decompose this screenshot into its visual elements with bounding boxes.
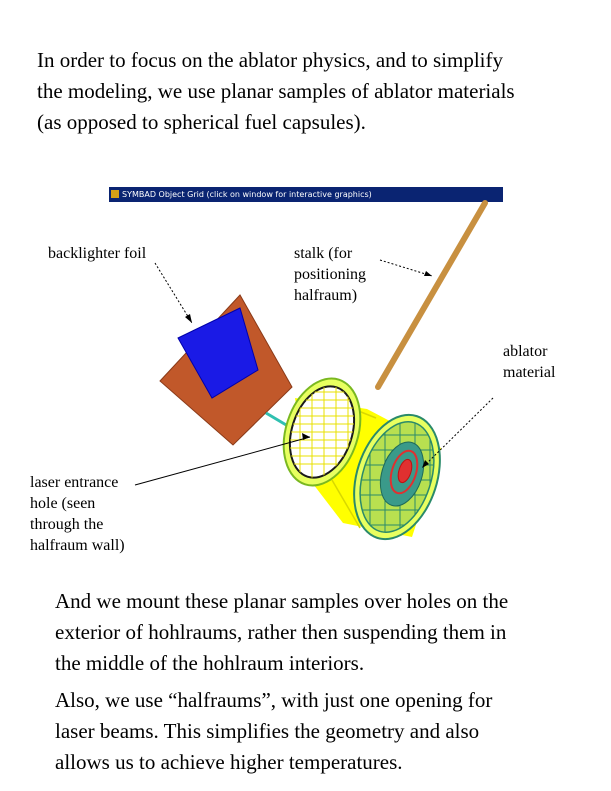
label-ablator-material: ablator material (503, 343, 556, 381)
mount-line: exterior of hohlraums, rather then suspe… (55, 620, 507, 644)
mount-line: And we mount these planar samples over h… (55, 589, 509, 613)
backlighter-foil-front (177, 307, 259, 399)
laser-entrance-hole (282, 377, 365, 487)
window-title: SYMBAD Object Grid (click on window for … (122, 190, 372, 199)
halfraum-line: allows us to achieve higher temperatures… (55, 750, 403, 774)
symbad-window-titlebar[interactable]: SYMBAD Object Grid (click on window for … (109, 187, 503, 202)
label-backlighter-foil: backlighter foil (48, 245, 147, 262)
ablator-material (353, 412, 441, 542)
halfraum-paragraph: Also, we use “halfraums”, with just one … (55, 685, 595, 778)
intro-paragraph: In order to focus on the ablator physics… (37, 45, 597, 138)
app-icon (111, 190, 119, 198)
stalk (375, 200, 488, 390)
intro-line: (as opposed to spherical fuel capsules). (37, 110, 366, 134)
pointer-stalk (379, 259, 433, 277)
label-stalk: stalk (for positioning halfraum) (294, 245, 367, 304)
halfraum-line: Also, we use “halfraums”, with just one … (55, 688, 493, 712)
pointer-backlighter (154, 262, 193, 324)
halfraum-line: laser beams. This simplifies the geometr… (55, 719, 480, 743)
mount-paragraph: And we mount these planar samples over h… (55, 586, 595, 679)
intro-line: In order to focus on the ablator physics… (37, 48, 503, 72)
label-laser-entrance-hole: laser entrance hole (seen through the ha… (30, 474, 125, 554)
pointer-laser-entrance-hole (134, 433, 311, 486)
intro-line: the modeling, we use planar samples of a… (37, 79, 515, 103)
pointer-ablator (421, 397, 494, 469)
mount-line: the middle of the hohlraum interiors. (55, 651, 365, 675)
